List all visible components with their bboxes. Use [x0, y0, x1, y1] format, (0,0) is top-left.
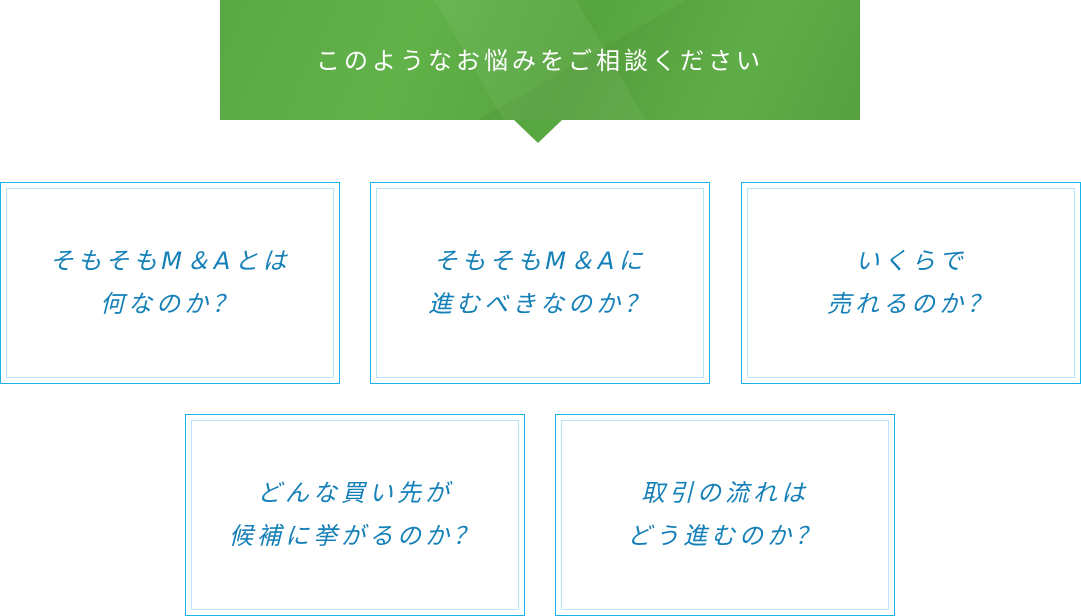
banner-title: このようなお悩みをご相談ください: [316, 46, 764, 75]
card-text-line: 何なのか？: [100, 290, 240, 318]
consultation-banner: このようなお悩みをご相談ください: [220, 0, 860, 120]
card-text-line: 候補に挙がるのか？: [229, 522, 481, 550]
concern-card-buyers: どんな買い先が 候補に挙がるのか？: [185, 414, 525, 616]
concern-card-should-proceed: そもそもM＆Aに 進むべきなのか？: [370, 182, 710, 384]
banner-pointer-arrow: [514, 120, 562, 143]
card-text-line: 取引の流れは: [641, 479, 809, 507]
card-text-line: 進むべきなのか？: [428, 290, 652, 318]
concern-card-process-flow: 取引の流れは どう進むのか？: [555, 414, 895, 616]
card-text-line: 売れるのか？: [827, 290, 995, 318]
concern-card-what-is-ma: そもそもM＆Aとは 何なのか？: [0, 182, 340, 384]
card-text-line: そもそもM＆Aとは: [49, 247, 291, 275]
card-text-line: どう進むのか？: [627, 522, 823, 550]
card-text-line: いくらで: [855, 247, 967, 275]
card-text-line: どんな買い先が: [257, 479, 453, 507]
concern-card-price: いくらで 売れるのか？: [741, 182, 1081, 384]
card-text-line: そもそもM＆Aに: [433, 247, 647, 275]
